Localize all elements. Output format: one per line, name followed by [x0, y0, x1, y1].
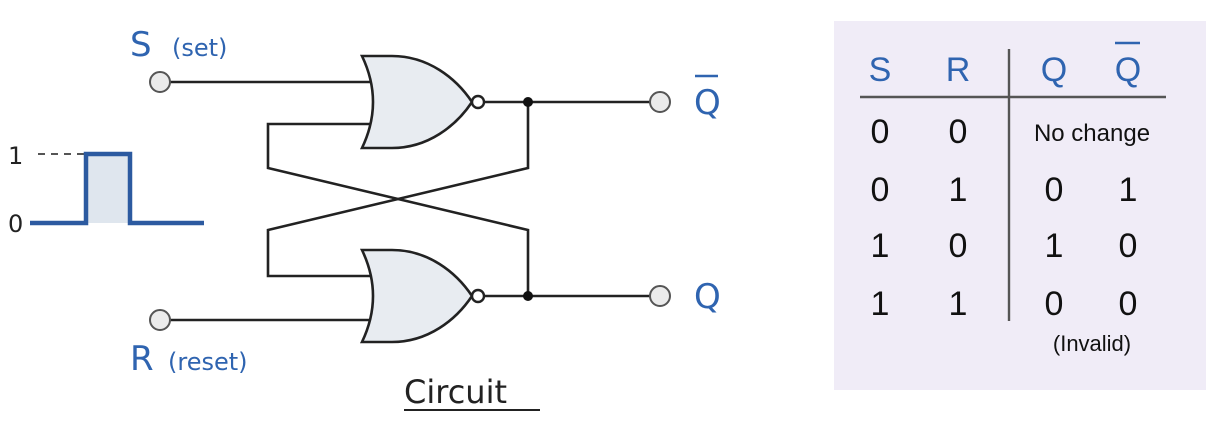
row4-q: 0 [1045, 285, 1064, 323]
r-input-terminal [149, 309, 171, 331]
row4-qbar: 0 [1119, 285, 1138, 323]
qbar-feedback-wire [266, 102, 530, 278]
output-qbar-label: Q [694, 83, 721, 123]
input-s-note: (set) [172, 34, 227, 62]
input-s-label: S [130, 25, 152, 65]
input-r-label: R [130, 339, 154, 379]
row2-s: 0 [871, 171, 890, 209]
s-input-terminal [149, 71, 171, 93]
row2-q: 0 [1045, 171, 1064, 209]
header-q: Q [1041, 51, 1067, 89]
row2-qbar: 1 [1119, 171, 1138, 209]
header-qbar: Q [1115, 51, 1141, 89]
row4-r: 1 [949, 285, 968, 323]
row1-r: 0 [949, 113, 968, 151]
row3-qbar: 0 [1119, 227, 1138, 265]
input-r-note: (reset) [168, 348, 248, 376]
row1-no-change: No change [1034, 120, 1150, 147]
qbar-output-terminal [649, 91, 671, 113]
sr-latch-circuit: 1 0 S (set) R (reset) Q Q Circuit [8, 25, 721, 411]
row1-s: 0 [871, 113, 890, 151]
top-nor-bubble [470, 94, 486, 110]
truth-table-grid: S R Q Q 0 0 No change 0 1 0 1 1 0 1 0 1 … [860, 41, 1166, 356]
header-s: S [869, 51, 892, 89]
top-nor-gate [359, 54, 486, 150]
header-r: R [946, 51, 971, 89]
pulse-low-label: 0 [8, 210, 23, 238]
row3-r: 0 [949, 227, 968, 265]
truth-table: S R Q Q 0 0 No change 0 1 0 1 1 0 1 0 1 … [834, 21, 1206, 390]
q-junction [523, 291, 533, 301]
row4-invalid-note: (Invalid) [1053, 331, 1131, 356]
circuit-caption: Circuit [404, 373, 507, 411]
qbar-junction [523, 97, 533, 107]
row3-s: 1 [871, 227, 890, 265]
row4-s: 1 [871, 285, 890, 323]
bottom-nor-gate [359, 248, 486, 344]
q-output-terminal [649, 285, 671, 307]
pulse-waveform: 1 0 [8, 142, 204, 238]
row3-q: 1 [1045, 227, 1064, 265]
bottom-nor-bubble [470, 288, 486, 304]
output-q-label: Q [694, 277, 721, 317]
row2-r: 1 [949, 171, 968, 209]
pulse-high-label: 1 [8, 142, 23, 170]
q-feedback-wire [266, 122, 530, 296]
